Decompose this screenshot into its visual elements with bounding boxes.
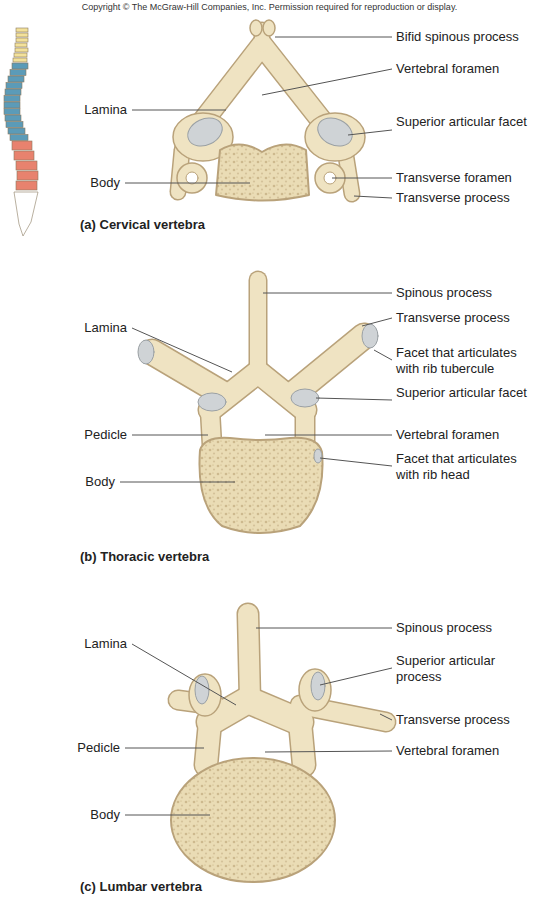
part-label: Superior articular facet	[396, 385, 534, 401]
part-label: Body	[90, 807, 120, 823]
part-label: Superior articular process	[396, 653, 534, 685]
part-label: Body	[90, 175, 120, 191]
part-label: Body	[85, 474, 115, 490]
part-label: Superior articular facet	[396, 114, 534, 130]
part-label: Spinous process	[396, 620, 492, 636]
figure-caption: (c) Lumbar vertebra	[80, 879, 202, 895]
part-label: Bifid spinous process	[396, 29, 519, 45]
part-label: Spinous process	[396, 285, 492, 301]
part-label: Vertebral foramen	[396, 743, 499, 759]
spine-icon	[4, 28, 38, 236]
part-label: Lamina	[84, 320, 127, 336]
copyright-note: Copyright © The McGraw-Hill Companies, I…	[0, 2, 539, 13]
part-label: Pedicle	[84, 427, 127, 443]
part-label: Facet that articulates with rib tubercul…	[396, 345, 536, 377]
thoracic-vertebra	[138, 280, 378, 533]
part-label: Pedicle	[77, 740, 120, 756]
part-label: Facet that articulates with rib head	[396, 451, 536, 483]
part-label: Vertebral foramen	[396, 61, 499, 77]
leader-lines	[120, 37, 392, 815]
part-label: Lamina	[84, 636, 127, 652]
part-label: Vertebral foramen	[396, 427, 499, 443]
figure-caption: (a) Cervical vertebra	[80, 217, 205, 233]
part-label: Lamina	[84, 102, 127, 118]
part-label: Transverse process	[396, 712, 510, 728]
part-label: Transverse process	[396, 190, 510, 206]
part-label: Transverse foramen	[396, 170, 512, 186]
figure-caption: (b) Thoracic vertebra	[80, 549, 209, 565]
part-label: Transverse process	[396, 310, 510, 326]
